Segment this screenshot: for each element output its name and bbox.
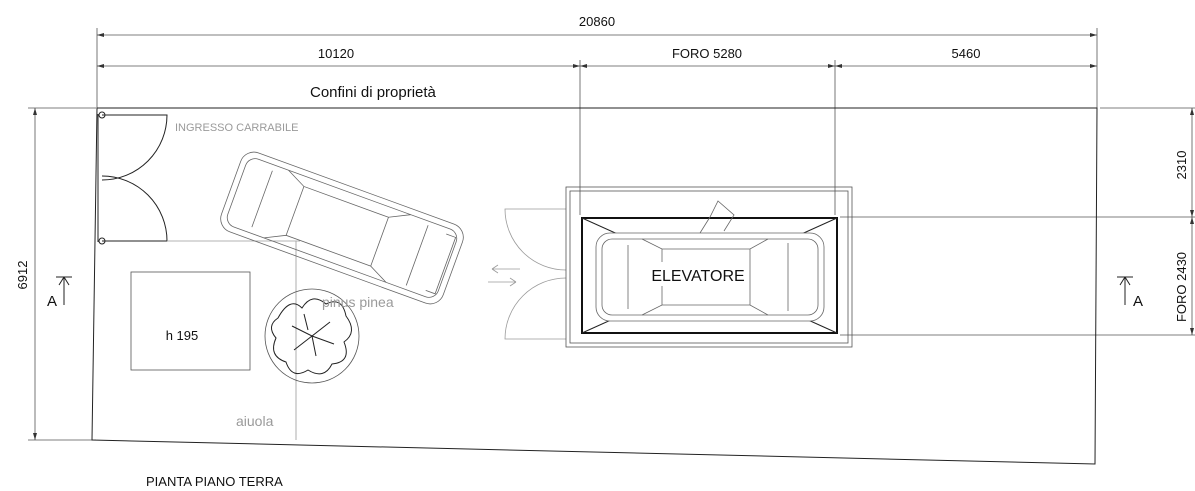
entrance-gate: INGRESSO CARRABILE <box>97 111 300 245</box>
flowerbed-label: aiuola <box>236 413 274 429</box>
plan-title: PIANTA PIANO TERRA <box>146 474 283 489</box>
elevator-label-bg <box>648 262 748 286</box>
car-icon <box>220 151 464 305</box>
dimension-seg2: FORO 5280 <box>672 46 742 61</box>
elevator-label: ELEVATORE <box>651 268 744 285</box>
dimension-seg3: 5460 <box>952 46 981 61</box>
elevator-doors <box>504 208 567 340</box>
dimension-chain-top: 20860 10120 FORO 5280 5460 <box>96 14 1098 215</box>
property-boundary <box>91 107 1098 465</box>
dimension-right-top: 2310 <box>1174 151 1189 180</box>
section-label-right: A <box>1133 293 1143 310</box>
boundary-label: Confini di proprietà <box>310 84 437 101</box>
entrance-label: INGRESSO CARRABILE <box>175 122 298 134</box>
traffic-arrows <box>488 264 520 287</box>
dimension-height: 6912 <box>15 261 30 290</box>
dimension-right: 2310 FORO 2430 <box>840 107 1195 336</box>
section-marker-left: A <box>47 276 72 310</box>
dimension-seg1: 10120 <box>318 46 354 61</box>
tree-icon <box>264 288 360 384</box>
tree-label: pinus pinea <box>322 294 394 310</box>
section-label-left: A <box>47 293 57 310</box>
dimension-left: 6912 <box>15 107 96 441</box>
section-marker-right: A <box>1117 276 1143 310</box>
dimension-total: 20860 <box>579 14 615 29</box>
box-label: h 195 <box>166 328 199 343</box>
dimension-right-bottom: FORO 2430 <box>1174 252 1189 322</box>
raised-box <box>130 271 251 371</box>
